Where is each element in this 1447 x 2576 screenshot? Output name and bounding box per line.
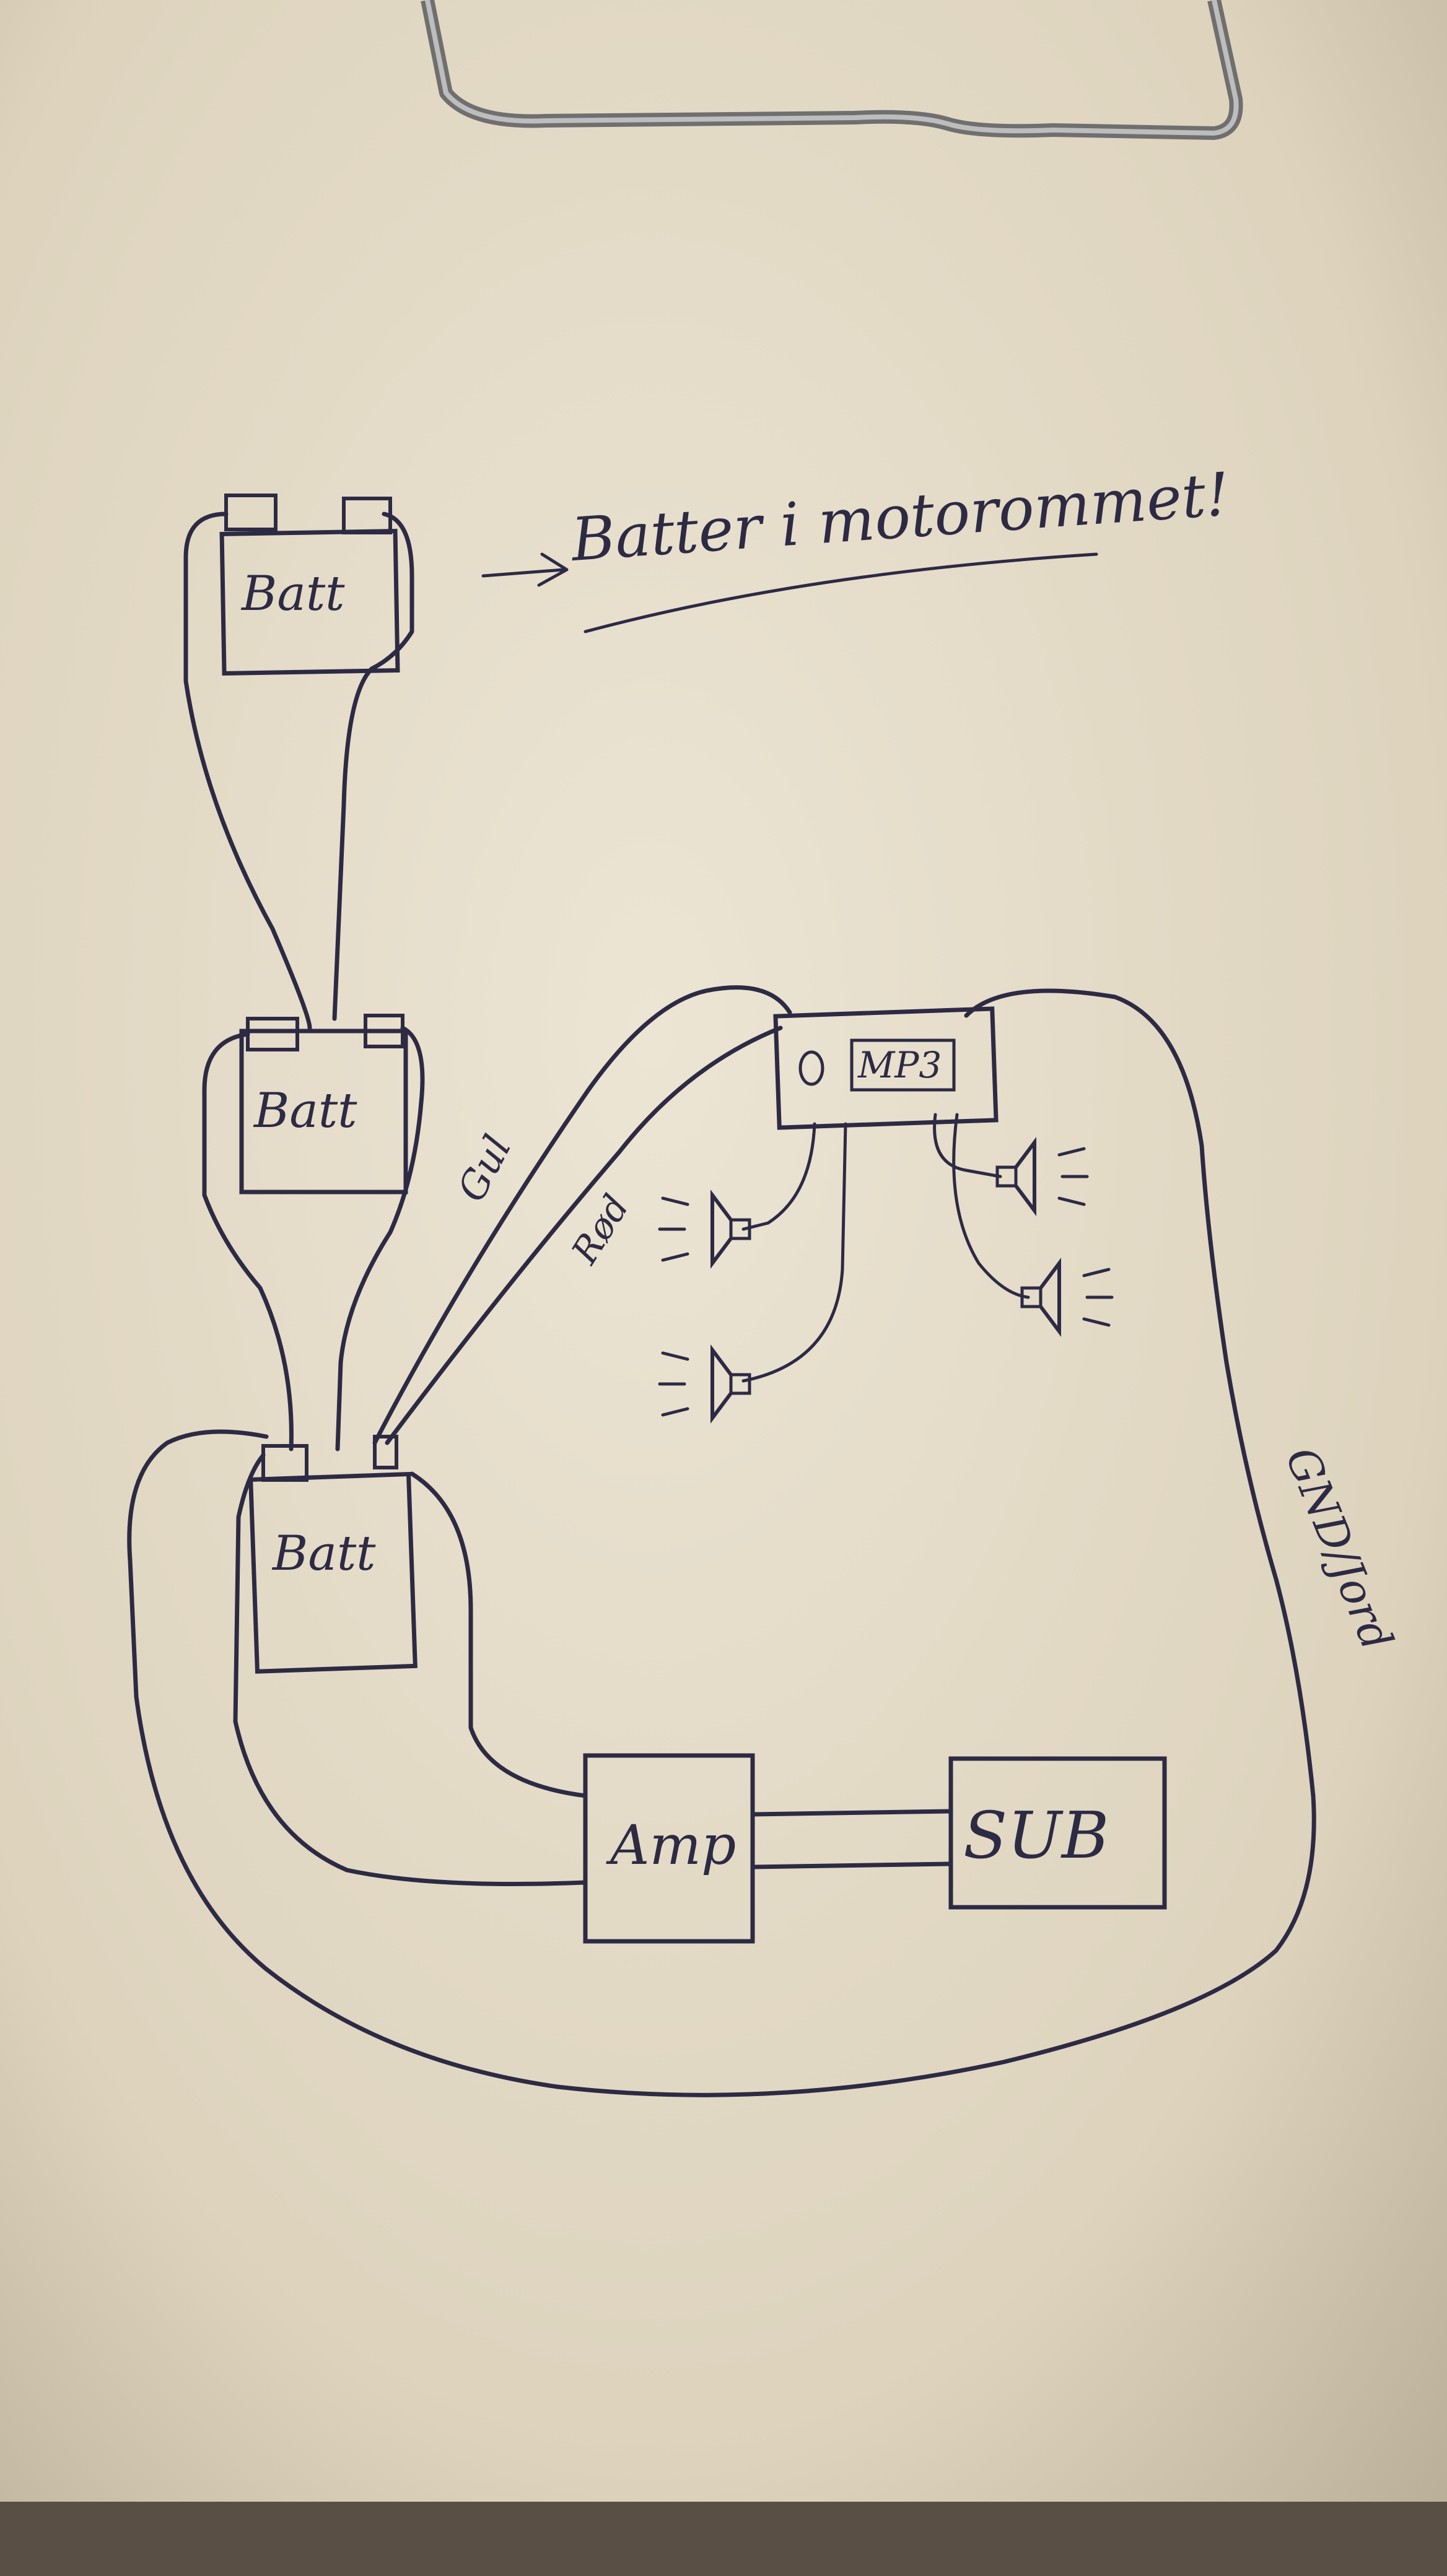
speaker-icon [658,1344,751,1424]
annotation-arrow-icon [481,552,569,587]
mp3-knob-icon [798,1050,824,1086]
subwoofer-label: SUB [963,1798,1109,1873]
battery-bottom-terminal-pos [373,1435,398,1469]
battery-bottom-label: Batt [271,1526,376,1582]
speaker-icon [1020,1258,1114,1337]
amplifier: Amp [583,1753,755,1944]
battery-middle-label: Batt [253,1083,357,1139]
amplifier-label: Amp [606,1813,736,1877]
speaker-wires [741,1113,1030,1383]
annotation-underline [584,552,1098,633]
amp-sub-wire-lower [750,1861,953,1869]
red-wire [385,1025,783,1445]
clipboard-clip-icon [421,0,1243,140]
ground-loop-wire [127,988,1316,2097]
battery-amp-power-wire [409,1471,588,1798]
battery-amp-ground-wire [233,1453,588,1886]
battery-bottom-terminal-neg [261,1444,308,1482]
battery-top-label: Batt [240,566,345,622]
speaker-icon [658,1190,751,1269]
desk-edge [0,2502,1447,2576]
mp3-player-label: MP3 [857,1044,942,1086]
battery-bottom: Batt [248,1435,417,1674]
speaker-icon [995,1137,1089,1216]
battery-middle-terminal-pos [364,1014,404,1048]
mp3-player: MP3 [773,1006,999,1130]
amp-sub-wire-upper [750,1809,953,1817]
battery-interconnect-wires [183,511,425,1451]
yellow-wire [372,985,792,1445]
subwoofer: SUB [948,1756,1167,1910]
